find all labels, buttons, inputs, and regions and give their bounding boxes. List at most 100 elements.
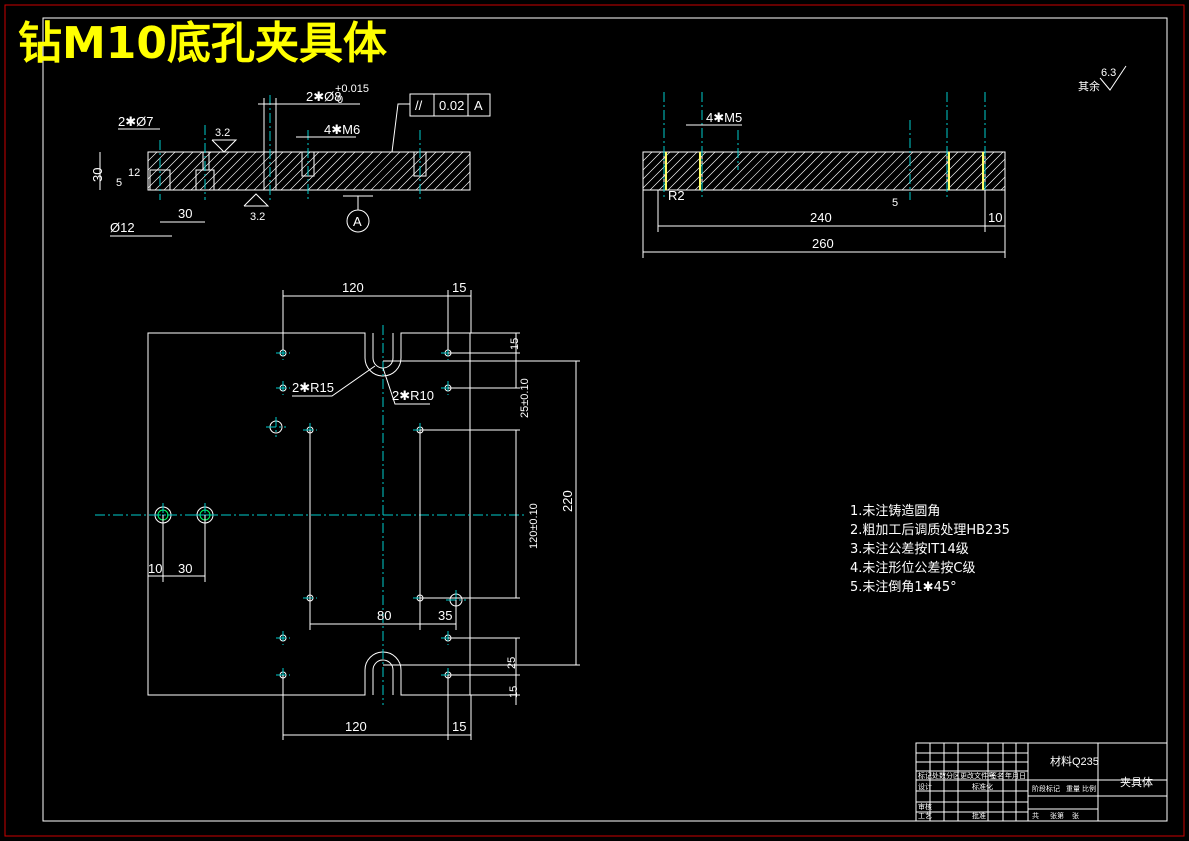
hatch-line [361,151,401,191]
roughness-corner-value: 6.3 [1101,67,1116,79]
tb-part-name: 夹具体 [1120,775,1153,789]
plan-dim-v25b: 25 [506,657,518,669]
hatch-line [388,151,428,191]
hatch-line [343,151,383,191]
hatch-line [352,151,392,191]
tb-mid1: 批准 [972,811,986,820]
hatch-line [460,180,471,191]
hatch-line [856,151,896,191]
hatch-line [811,151,851,191]
front-dim-d8-tol0: 0 [337,94,343,106]
hatch-line [433,153,471,191]
front-dim-h12: 12 [128,167,140,179]
hatch-line [325,151,365,191]
plan-view: 120 15 120 15 15 25±0.10 120±0.10 220 25… [95,280,580,740]
side-dim-10: 10 [988,210,1002,225]
hatch-line [766,151,806,191]
front-dim-d7: 2✱Ø7 [118,114,153,129]
hatch-line [190,151,230,191]
front-dim-w30: 30 [178,206,192,221]
note-1: 1.未注铸造圆角 [850,503,940,519]
hatch-line [982,167,1006,191]
hatch-line [703,151,743,191]
hatch-line [253,151,293,191]
hatch-line [147,151,167,171]
front-rough-2: 3.2 [250,211,265,223]
tb-h0: 标记 [918,771,932,780]
plan-dim-bot120: 120 [345,719,367,734]
front-dim-h5: 5 [116,177,122,189]
hatch-line [370,151,410,191]
hatch-line [793,151,833,191]
hatch-line [235,151,275,191]
roughness-corner-label: 其余 [1078,79,1100,93]
front-rough-1: 3.2 [215,127,230,139]
hatch-line [892,151,932,191]
tolerance-datum: A [474,98,483,113]
tb-material: 材料Q235 [1050,754,1099,768]
hatch-line [147,151,176,180]
tb-mid0: 标准化 [972,782,993,791]
side-dim-240: 240 [810,210,832,225]
hatch-line [642,151,662,171]
plan-dim-r15: 2✱R15 [292,380,334,395]
hatch-line [217,151,257,191]
hatch-line [307,151,347,191]
hatch-line [685,151,725,191]
hatch-line [820,151,860,191]
hatch-line [874,151,914,191]
hatch-line [829,151,869,191]
hatch-line [676,151,716,191]
hatch-line [937,151,977,191]
side-dim-m5: 4✱M5 [706,110,742,125]
title-block: 材料Q235 夹具体 标记 处数 分区 更改文件号 签名 年月日 设计 审核 工… [915,742,1168,822]
hatch-line [991,176,1006,191]
hatch-line [280,151,320,191]
tolerance-symbol: // [415,98,423,113]
tolerance-value: 0.02 [439,98,464,113]
hatch-line [642,151,653,162]
hatch-line [271,151,311,191]
plan-dim-h80: 80 [377,608,391,623]
front-dim-d12: Ø12 [110,220,135,235]
drawing-title: 钻M10底孔夹具体 [18,18,387,69]
hatch-line [199,151,239,191]
hatch-line [757,151,797,191]
hatch-line [730,151,770,191]
plan-dim-v15a: 15 [509,338,521,350]
hatch-line [901,151,941,191]
hatch-line [379,151,419,191]
hatch-line [154,151,194,191]
hatch-line [721,151,761,191]
plan-dim-h10: 10 [148,561,162,576]
tb-s0: 阶段标记 [1032,784,1060,793]
hatch-line [181,151,221,191]
note-2: 2.粗加工后调质处理HB235 [850,523,1010,538]
side-section-body [642,151,1006,191]
side-dim-r2: R2 [668,188,685,203]
tb-sh0: 共 [1032,811,1039,820]
sheet-outer-border [4,4,1185,837]
hatch-line [424,151,464,191]
hatch-line [262,151,302,191]
hatch-line [784,151,824,191]
tb-sh2: 张 [1072,811,1079,820]
hatch-line [298,151,338,191]
tolerance-frame: // 0.02 A [391,93,491,153]
hatch-line [946,151,986,191]
tb-sh1: 张第 [1050,811,1064,820]
hatch-line [642,151,680,189]
hatch-line [694,151,734,191]
plan-dim-bot15: 15 [452,719,466,734]
hatch-line [847,151,887,191]
note-4: 4.未注形位公差按C级 [850,561,975,576]
hatch-line [973,158,1006,191]
tb-r1: 审核 [918,802,932,811]
hatch-line [775,151,815,191]
hatch-line [883,151,923,191]
hatch-line [208,151,248,191]
tb-h1: 处数 [932,771,946,780]
hatch-line [415,151,455,191]
hatch-line [289,151,329,191]
tb-s2: 比例 [1082,784,1096,793]
